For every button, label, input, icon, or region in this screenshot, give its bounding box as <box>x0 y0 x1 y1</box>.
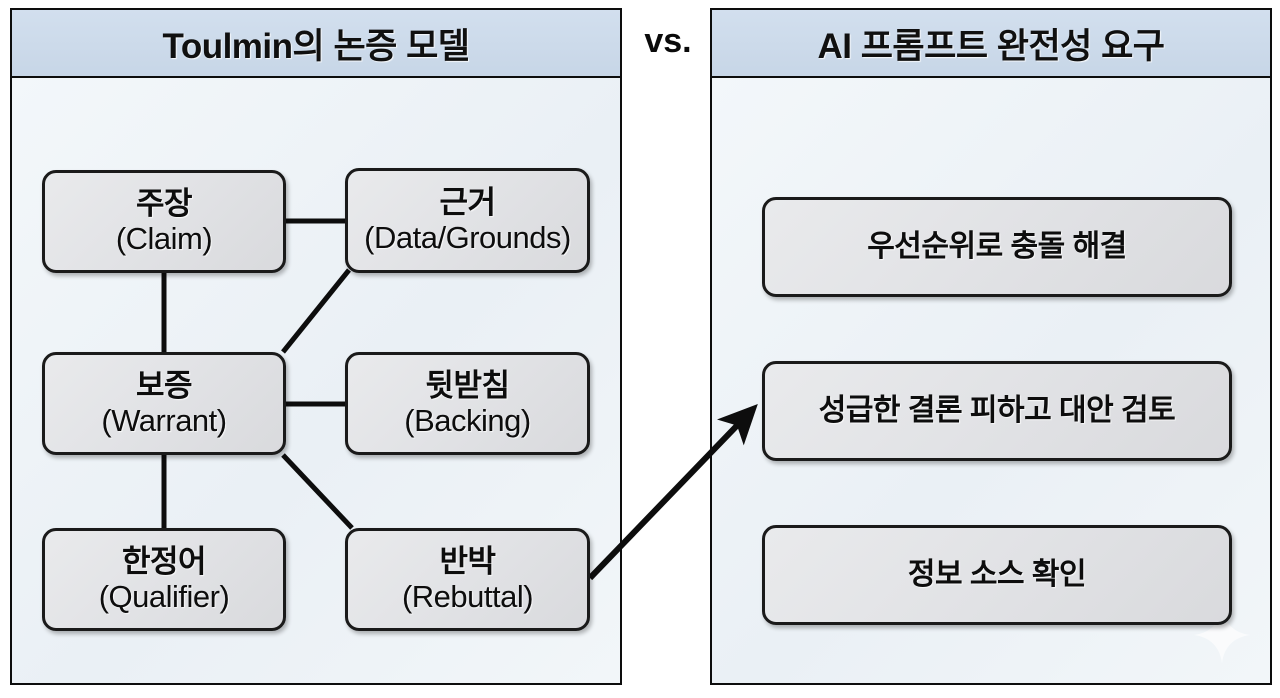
node-claim[interactable]: 주장 (Claim) <box>42 170 286 273</box>
node-backing[interactable]: 뒷받침 (Backing) <box>345 352 590 455</box>
node-rebuttal-ko: 반박 <box>439 543 496 579</box>
node-rebuttal-en: (Rebuttal) <box>401 578 534 614</box>
node-rebuttal[interactable]: 반박 (Rebuttal) <box>345 528 590 631</box>
node-avoid-hasty-conclusion-label: 성급한 결론 피하고 대안 검토 <box>818 394 1176 428</box>
node-claim-en: (Claim) <box>115 220 213 256</box>
node-data-grounds[interactable]: 근거 (Data/Grounds) <box>345 168 590 273</box>
panel-toulmin-header: Toulmin의 논증 모델 <box>12 10 620 78</box>
panel-ai-prompt-title: AI 프롬프트 완전성 요구 <box>817 26 1165 66</box>
node-data-grounds-en: (Data/Grounds) <box>364 219 571 255</box>
node-data-grounds-ko: 근거 <box>439 184 496 220</box>
node-backing-ko: 뒷받침 <box>425 367 510 403</box>
node-qualifier-ko: 한정어 <box>121 543 207 579</box>
node-avoid-hasty-conclusion[interactable]: 성급한 결론 피하고 대안 검토 <box>762 361 1232 461</box>
node-priority-conflict-resolution[interactable]: 우선순위로 충돌 해결 <box>762 197 1232 297</box>
node-priority-conflict-resolution-label: 우선순위로 충돌 해결 <box>867 230 1127 264</box>
panel-ai-prompt-header: AI 프롬프트 완전성 요구 <box>712 10 1270 78</box>
panel-toulmin-title: Toulmin의 논증 모델 <box>162 26 470 66</box>
node-verify-information-source[interactable]: 정보 소스 확인 <box>762 525 1232 625</box>
versus-label: vs. <box>644 22 692 60</box>
node-verify-information-source-label: 정보 소스 확인 <box>907 558 1087 592</box>
node-warrant-ko: 보증 <box>135 367 193 403</box>
node-qualifier[interactable]: 한정어 (Qualifier) <box>42 528 286 631</box>
node-claim-ko: 주장 <box>135 185 193 221</box>
node-qualifier-en: (Qualifier) <box>98 578 230 614</box>
node-warrant-en: (Warrant) <box>101 402 227 438</box>
node-warrant[interactable]: 보증 (Warrant) <box>42 352 286 455</box>
node-backing-en: (Backing) <box>404 402 531 438</box>
